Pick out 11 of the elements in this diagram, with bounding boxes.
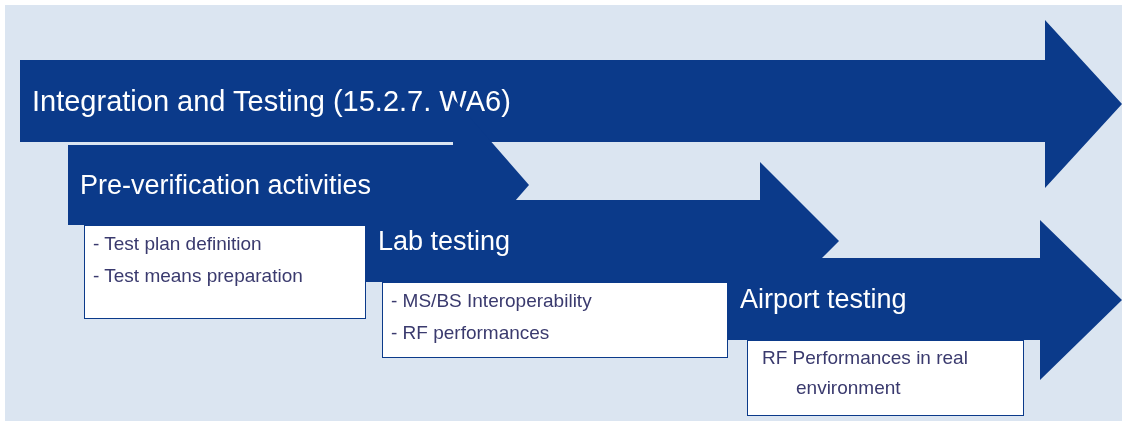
task-list-box <box>84 225 366 319</box>
list-item: - MS/BS Interoperability <box>391 289 593 313</box>
list-item: - RF performances <box>391 321 551 345</box>
list-item: - Test plan definition <box>93 232 263 256</box>
task-list-box <box>382 282 728 358</box>
task-list-box <box>747 340 1024 416</box>
list-item: RF Performances in real environment <box>761 346 969 400</box>
phase-title: Lab testing <box>378 224 511 258</box>
phase-title: Airport testing <box>740 282 907 316</box>
list-item: - Test means preparation <box>93 264 304 288</box>
phase-title: Pre-verification activities <box>80 168 372 202</box>
